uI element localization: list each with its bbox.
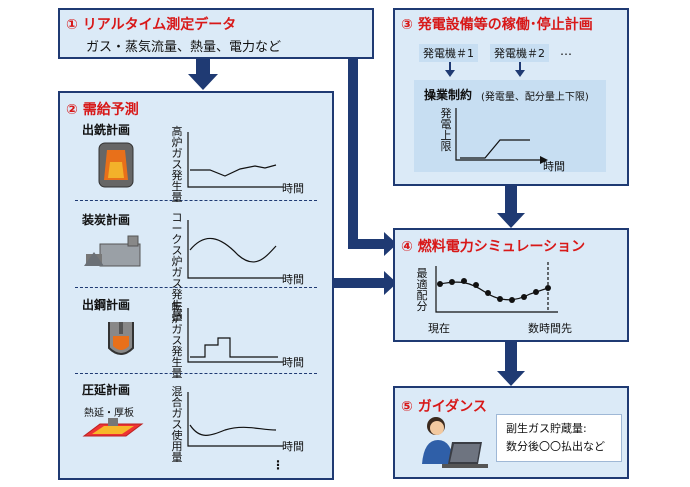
constraint-title: 操業制約 xyxy=(424,88,473,102)
generator-more: … xyxy=(560,44,572,58)
divider-2 xyxy=(75,287,317,288)
axes-4 xyxy=(187,392,283,447)
curve-3 xyxy=(190,337,278,358)
curve-2 xyxy=(189,237,277,263)
xlabel-future: 数時間先 xyxy=(528,322,572,335)
constraint-panel xyxy=(414,80,606,172)
curve-4 xyxy=(189,424,277,436)
xlabel-3: 時間 xyxy=(282,356,304,369)
converter-icon xyxy=(108,322,134,355)
box-simulation: ④ 燃料電力シミュレーション xyxy=(393,228,629,342)
section-sub-rolling: 熱延・厚板 xyxy=(84,408,134,419)
xlabel-now: 現在 xyxy=(428,322,450,335)
ylabel-opt-alloc: 最適配分 xyxy=(416,267,428,313)
arrow-4-to-5 xyxy=(497,342,525,386)
generator-2-label: 発電機＃2 xyxy=(490,44,549,62)
blast-furnace-icon xyxy=(98,142,134,188)
arrow-2-to-4 xyxy=(334,271,397,295)
section-title-rolling: 圧延計画 xyxy=(82,383,131,397)
section-title-tapping: 出銑計画 xyxy=(82,123,131,137)
guidance-line-2: 数分後〇〇払出など xyxy=(506,440,605,453)
guidance-message xyxy=(496,414,622,462)
xlabel-2: 時間 xyxy=(282,273,304,286)
box5-title: ⑤ ガイダンス xyxy=(401,399,487,415)
rolling-mill-icon xyxy=(82,418,144,437)
curve-1 xyxy=(190,164,277,177)
ylabel-gen-limit: 発電上限 xyxy=(440,107,452,153)
box-realtime-data: ① リアルタイム測定データ ガス・蒸気流量、熱量、電力など xyxy=(58,8,374,59)
section-title-coal: 装炭計画 xyxy=(82,213,131,227)
axes-3 xyxy=(187,308,283,363)
axes-2 xyxy=(187,220,283,279)
divider-1 xyxy=(75,200,317,201)
guidance-line-1: 副生ガス貯蔵量: xyxy=(506,422,587,435)
ylabel-ld-gas: 転炉ガス発生量 xyxy=(171,301,183,380)
box1-title: ① リアルタイム測定データ xyxy=(66,17,237,33)
axes-1 xyxy=(187,132,283,188)
xlabel-4: 時間 xyxy=(282,440,304,453)
xlabel-gen: 時間 xyxy=(543,160,565,173)
arrow-1-to-2 xyxy=(188,58,218,90)
box2-title: ② 需給予測 xyxy=(66,102,139,118)
ylabel-bf-gas: 高炉ガス発生量 xyxy=(171,125,183,204)
constraint-note: (発電量、配分量上下限) xyxy=(481,92,589,103)
generator-1-label: 発電機＃1 xyxy=(419,44,478,62)
box4-title: ④ 燃料電力シミュレーション xyxy=(401,239,586,255)
ylabel-coke-gas: コークス炉ガス発生量 xyxy=(171,211,183,323)
section-title-steel: 出鋼計画 xyxy=(82,298,131,312)
divider-3 xyxy=(75,373,317,374)
box1-text: ガス・蒸気流量、熱量、電力など xyxy=(86,40,282,55)
xlabel-1: 時間 xyxy=(282,182,304,195)
more-dots: ⋮ xyxy=(272,458,284,472)
coke-oven-icon xyxy=(84,235,141,267)
operator-at-pc-icon xyxy=(422,417,488,468)
arrow-1-to-4 xyxy=(348,58,397,256)
ylabel-mixed-gas: 混合ガス使用量 xyxy=(171,385,183,464)
arrow-3-to-4 xyxy=(497,185,525,228)
box3-title: ③ 発電設備等の稼働･停止計画 xyxy=(401,17,593,33)
